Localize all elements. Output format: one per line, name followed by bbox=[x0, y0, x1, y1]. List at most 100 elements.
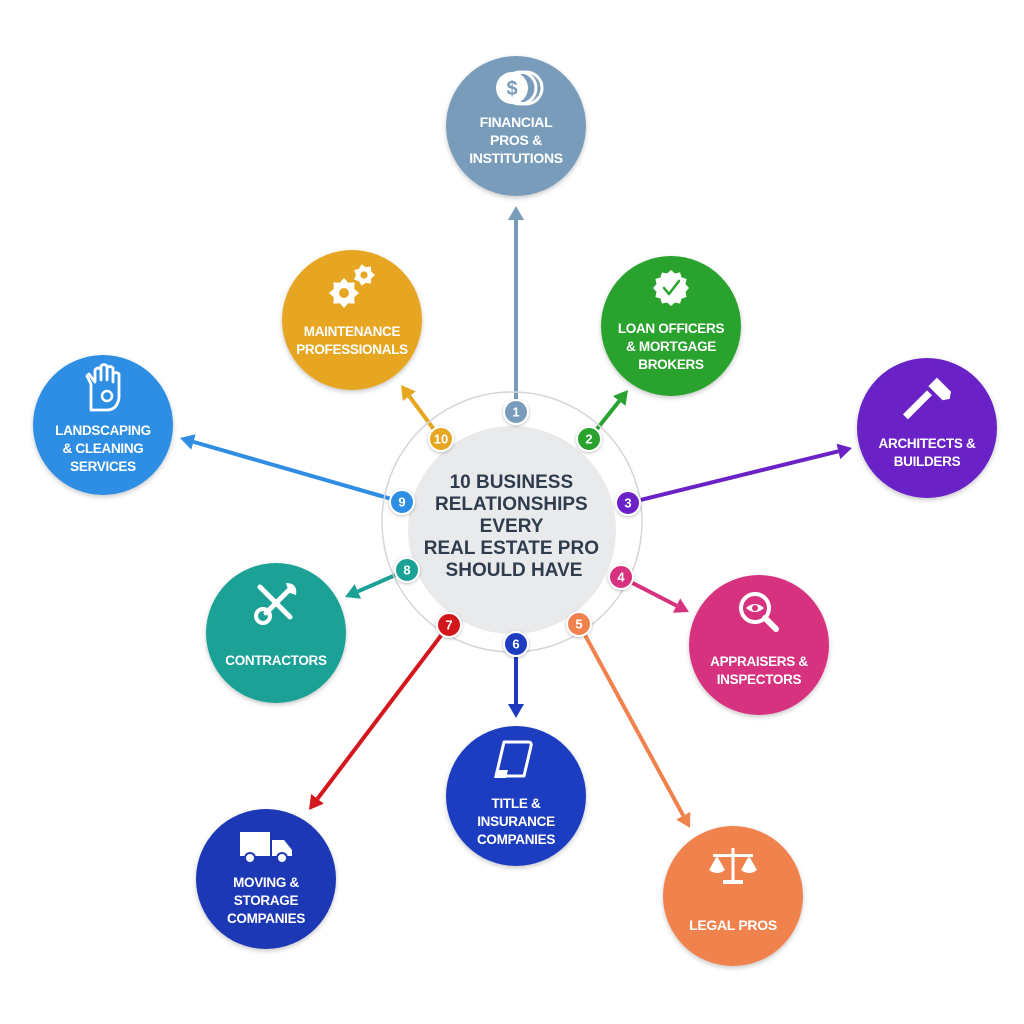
magnifier-eye-icon bbox=[739, 592, 779, 632]
node-circle bbox=[663, 826, 803, 966]
badge-number: 1 bbox=[512, 405, 519, 420]
number-badge-9: 9 bbox=[389, 489, 415, 515]
number-badge-5: 5 bbox=[566, 611, 592, 637]
arrow-head bbox=[836, 443, 852, 460]
connector-9 bbox=[180, 434, 403, 504]
dollar-coins-icon: $ bbox=[496, 70, 544, 106]
node-circle bbox=[196, 809, 336, 949]
hammer-icon bbox=[902, 377, 952, 420]
node-label: FINANCIAL PROS & INSTITUTIONS bbox=[469, 114, 563, 166]
node-circle bbox=[446, 726, 586, 866]
arrow-head bbox=[508, 206, 524, 220]
connector-line bbox=[577, 623, 686, 817]
connector-line bbox=[192, 439, 403, 504]
node-8: CONTRACTORS bbox=[206, 563, 346, 703]
connector-5 bbox=[577, 623, 691, 828]
badge-number: 7 bbox=[445, 618, 452, 633]
number-badge-8: 8 bbox=[394, 557, 420, 583]
arrow-head bbox=[401, 385, 416, 402]
badge-number: 5 bbox=[575, 617, 582, 632]
arrow-head bbox=[676, 811, 691, 828]
node-label-line: INSURANCE bbox=[477, 814, 555, 829]
node-circle bbox=[446, 56, 586, 196]
connector-arrows bbox=[180, 206, 852, 828]
node-label-line: PROS & bbox=[490, 132, 542, 148]
gears-icon bbox=[329, 264, 375, 308]
number-badge-6: 6 bbox=[503, 631, 529, 657]
connector-3 bbox=[627, 443, 852, 505]
connector-line bbox=[315, 623, 451, 801]
node-label-line: ARCHITECTS & bbox=[879, 436, 976, 451]
node-label-line: CONTRACTORS bbox=[225, 653, 327, 668]
svg-text:$: $ bbox=[506, 78, 517, 100]
node-label-line: MAINTENANCE bbox=[304, 324, 401, 339]
badge-number: 10 bbox=[434, 432, 448, 447]
node-label-line: & CLEANING bbox=[63, 441, 144, 456]
node-label-line: APPRAISERS & bbox=[710, 654, 808, 669]
number-badge-7: 7 bbox=[436, 612, 462, 638]
node-circle bbox=[601, 256, 741, 396]
node-5: LEGAL PROS bbox=[663, 826, 803, 966]
node-label-line: INSPECTORS bbox=[717, 672, 802, 687]
number-badge-10: 10 bbox=[428, 426, 454, 452]
node-10: MAINTENANCE PROFESSIONALS bbox=[282, 250, 422, 390]
scales-icon bbox=[709, 848, 757, 884]
hub-title-line-4: REAL ESTATE PRO bbox=[424, 538, 599, 559]
hub-title-line-5: SHOULD HAVE bbox=[446, 560, 583, 581]
arrow-head bbox=[672, 598, 689, 613]
node-circle bbox=[206, 563, 346, 703]
check-badge-icon bbox=[653, 270, 689, 306]
node-label-line: MOVING & bbox=[233, 875, 299, 890]
arrow-head bbox=[508, 704, 524, 718]
badge-number: 6 bbox=[512, 637, 519, 652]
badge-number: 9 bbox=[398, 495, 405, 510]
node-label: APPRAISERS & INSPECTORS bbox=[710, 654, 808, 687]
number-badge-4: 4 bbox=[608, 564, 634, 590]
node-label: LANDSCAPING & CLEANING SERVICES bbox=[55, 423, 151, 474]
arrow-head bbox=[309, 794, 324, 810]
node-label-line: TITLE & bbox=[492, 796, 541, 811]
hub-title: 10 BUSINESS RELATIONSHIPS EVERY REAL EST… bbox=[424, 472, 605, 581]
node-label-line: LEGAL PROS bbox=[689, 917, 777, 933]
node-label-line: PROFESSIONALS bbox=[296, 342, 408, 357]
connector-1 bbox=[508, 206, 524, 412]
badge-number: 8 bbox=[403, 563, 410, 578]
node-label-line: FINANCIAL bbox=[480, 114, 553, 130]
hub-title-line-1: 10 BUSINESS bbox=[450, 472, 574, 493]
node-1: $ FINANCIAL PROS & INSTITUTIONS bbox=[446, 56, 586, 196]
node-label-line: BROKERS bbox=[638, 357, 704, 372]
hub-title-line-2: RELATIONSHIPS bbox=[435, 494, 588, 515]
number-badge-3: 3 bbox=[615, 490, 641, 516]
arrow-head bbox=[345, 584, 362, 599]
node-label-line: SERVICES bbox=[70, 459, 136, 474]
document-icon bbox=[494, 740, 533, 778]
node-circle bbox=[282, 250, 422, 390]
number-badge-2: 2 bbox=[576, 426, 602, 452]
connector-7 bbox=[309, 623, 451, 810]
node-label: LEGAL PROS bbox=[689, 917, 777, 933]
node-circle bbox=[33, 355, 173, 495]
node-label-line: STORAGE bbox=[234, 893, 299, 908]
node-circle bbox=[689, 575, 829, 715]
number-badges: 1 2 3 4 5 6 7 8 9 10 bbox=[389, 399, 641, 657]
arrow-head bbox=[613, 390, 628, 406]
node-label-line: & MORTGAGE bbox=[626, 339, 716, 354]
node-label: CONTRACTORS bbox=[225, 653, 327, 668]
node-label-line: LANDSCAPING bbox=[55, 423, 151, 438]
node-4: APPRAISERS & INSPECTORS bbox=[689, 575, 829, 715]
hub-title-line-3: EVERY bbox=[480, 516, 544, 537]
tools-icon bbox=[254, 583, 297, 625]
node-9: LANDSCAPING & CLEANING SERVICES bbox=[33, 355, 173, 495]
node-circle bbox=[857, 358, 997, 498]
node-label-line: INSTITUTIONS bbox=[469, 150, 563, 166]
arrow-head bbox=[180, 434, 196, 450]
